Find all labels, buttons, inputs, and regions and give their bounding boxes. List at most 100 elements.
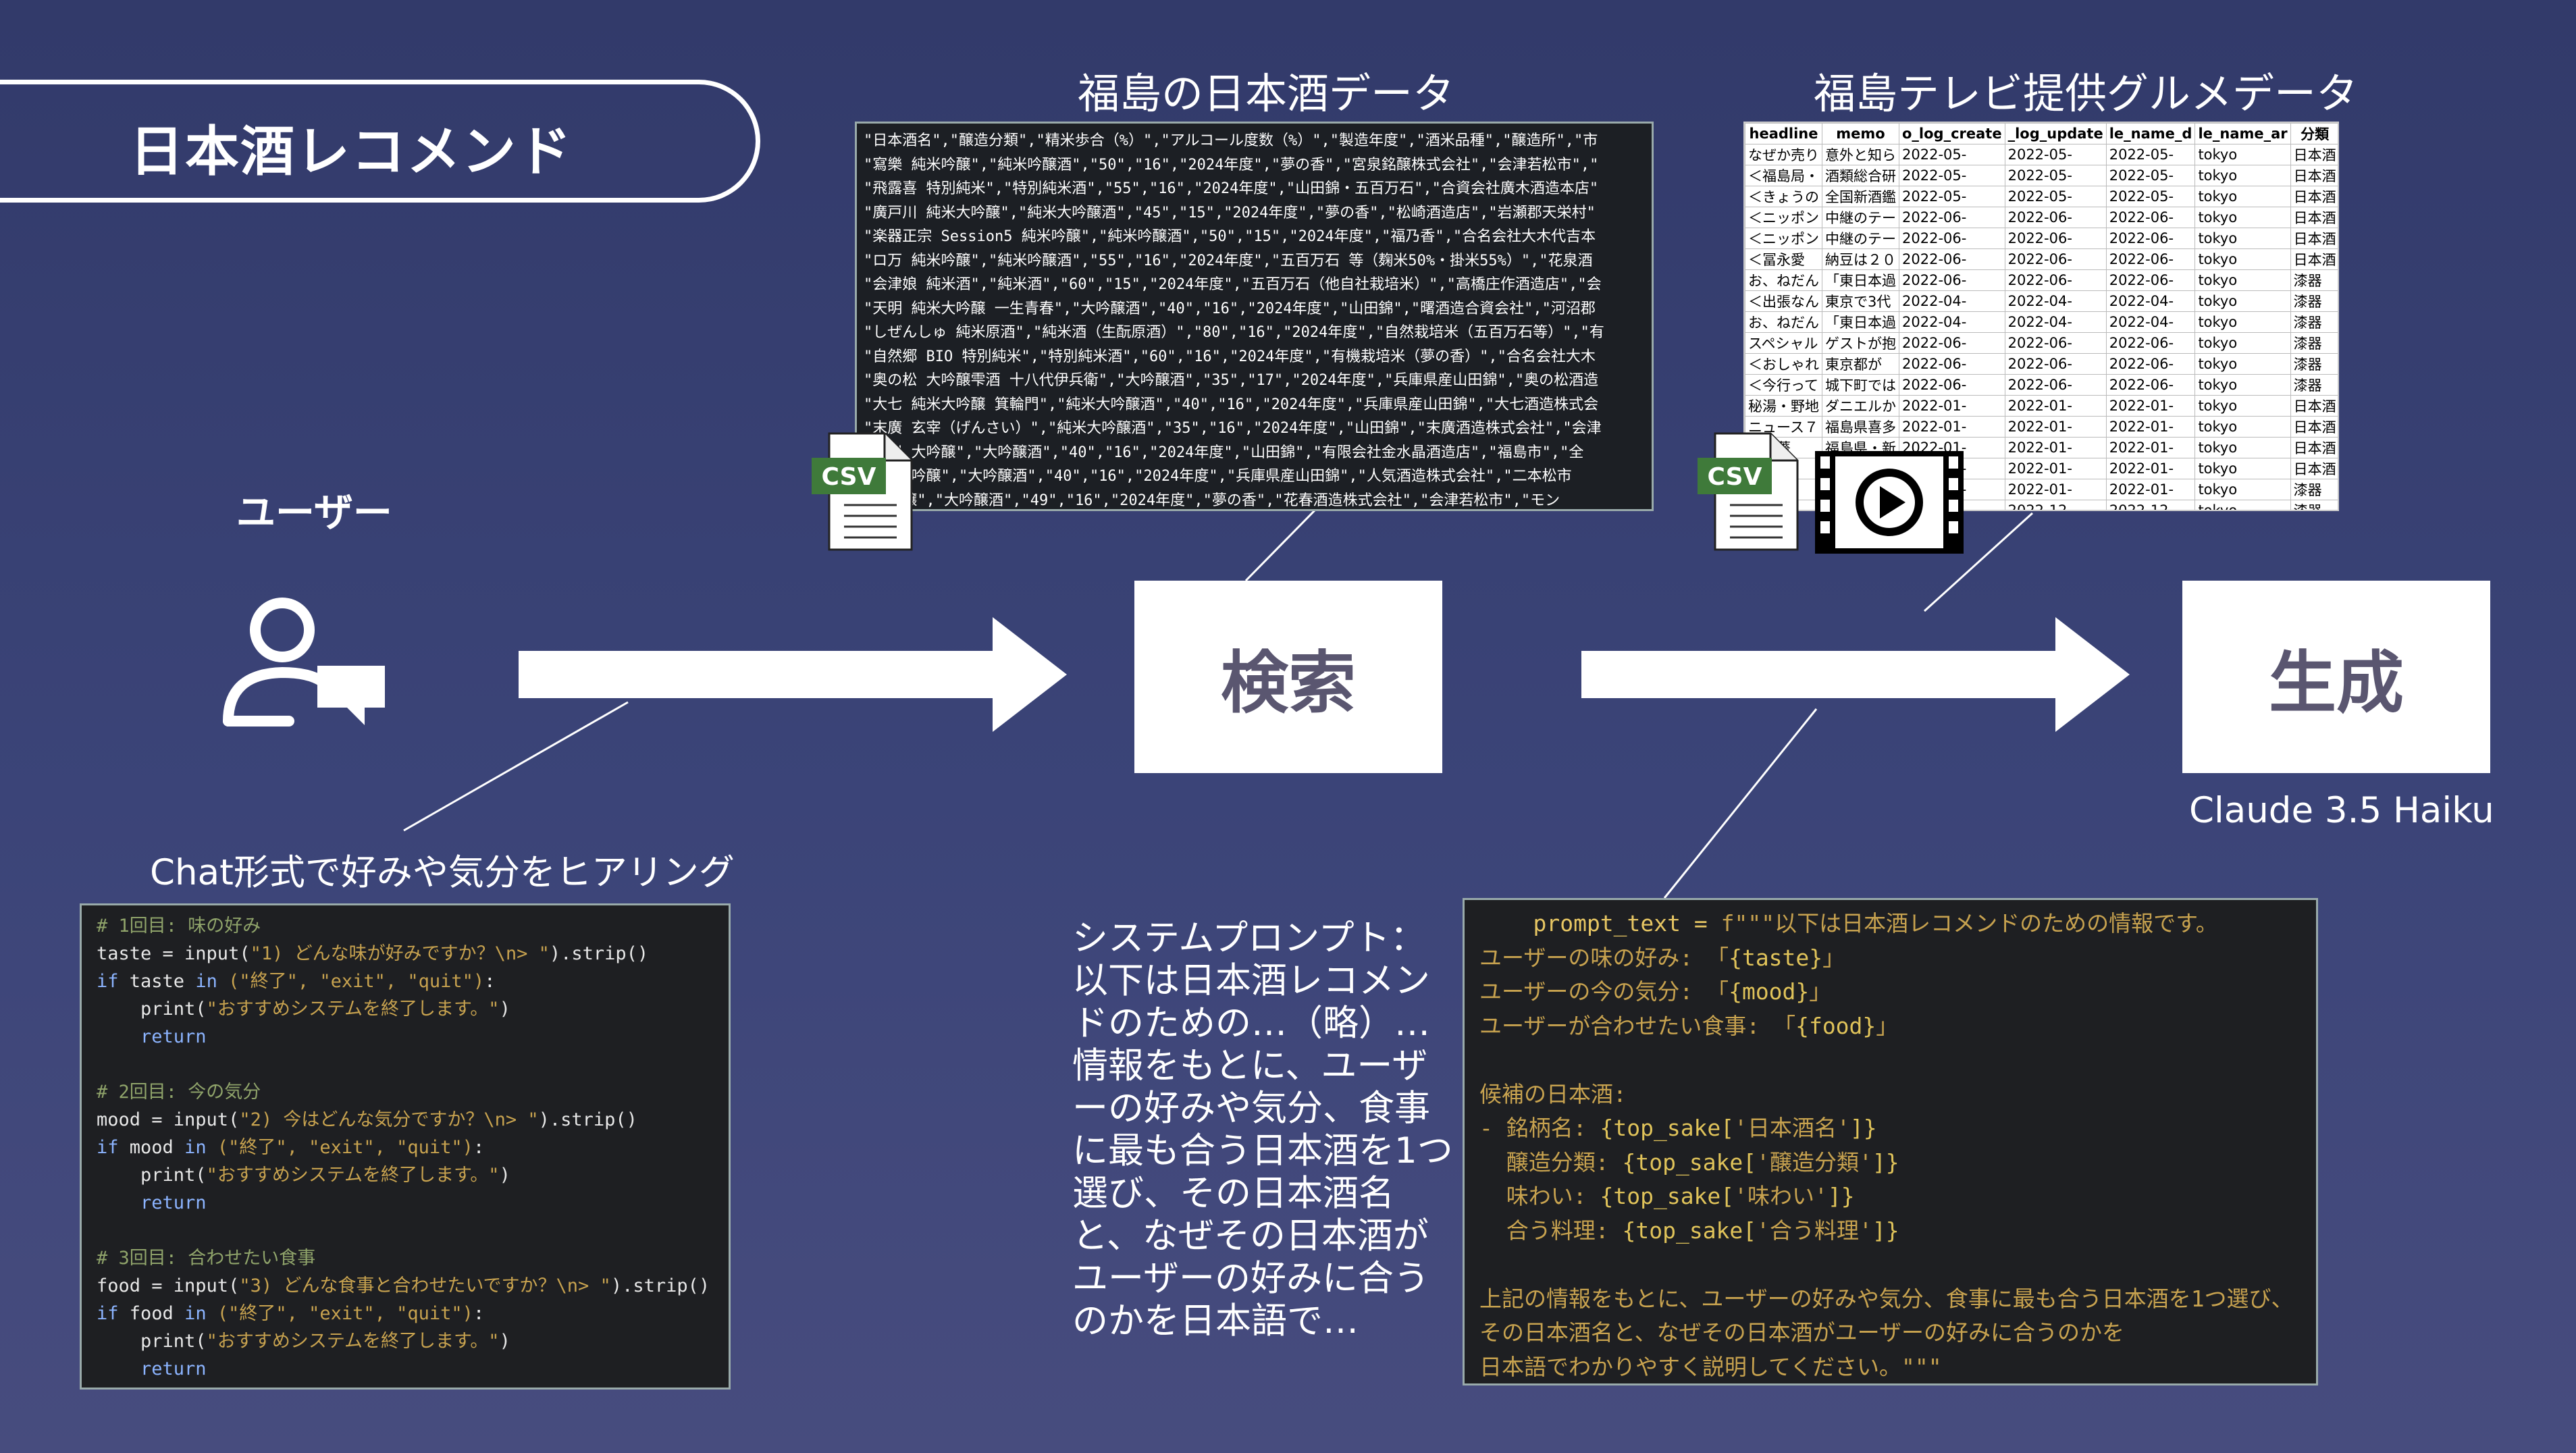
csv-row: "飛露喜 特別純米","特別純米酒","55","16","2024年度","山… [864,180,1599,197]
csv-row: "天明 純米大吟醸 一生青春","大吟醸酒","40","16","2024年度… [864,300,1596,317]
sake-connector-line [1244,508,1317,582]
table-cell: 2022-05- [2004,165,2107,186]
table-cell: 2022-06- [2105,332,2196,354]
table-cell: tokyo [2194,458,2291,479]
table-cell: 2022-01- [2004,437,2107,458]
table-cell: 酒類総合研 [1822,165,1899,186]
table-cell: ＜冨永愛 [1745,248,1822,270]
table-cell: tokyo [2194,228,2291,249]
table-cell: 「東日本過 [1822,269,1899,291]
table-cell: 漆器 [2290,269,2338,291]
table-cell: 2022-05- [1899,144,2005,165]
video-icon [1815,451,1964,554]
table-cell: 日本酒 [2290,416,2338,438]
prompt-code: prompt_text = f"""以下は日本酒レコメンドのための情報です。 ユ… [1463,898,2318,1385]
table-cell: 2022-06- [2004,207,2107,228]
title-pill [0,80,760,203]
table-cell: 日本酒 [2290,437,2338,458]
table-cell: tokyo [2194,311,2291,333]
table-cell: tokyo [2194,374,2291,396]
csv-row: "奥の松 大吟醸雫酒 十八代伊兵衛","大吟醸酒","35","17","202… [864,372,1599,389]
csv-row: "自然郷 BIO 特別純米","特別純米酒","60","16","2024年度… [864,348,1596,365]
csv-row: "廣戸川 純米大吟醸","純米大吟醸酒","45","15","2024年度",… [864,204,1596,221]
table-cell: 2022-01- [2004,458,2107,479]
table-cell: 2022-04- [2105,311,2196,333]
table-cell: 2022-01- [1899,395,2005,417]
table-cell: 2022-06- [2004,353,2107,375]
sake-csv-preview: "日本酒名","醸造分類","精米歩合（%）","アルコール度数（%）","製造… [855,122,1654,511]
csv-row: "末廣 玄宰（げんさい）","純米大吟醸酒","35","16","2024年度… [864,420,1602,437]
csv-row: "しぜんしゅ 純米原酒","純米酒（生酛原酒）","80","16","2024… [864,324,1604,341]
table-cell: 2022-06- [1899,269,2005,291]
table-cell: 2022-06- [2105,248,2196,270]
table-cell: ＜きょうの [1745,186,1822,207]
table-cell: 漆器 [2290,290,2338,312]
table-cell: 漆器 [2290,500,2338,510]
user-chat-icon [223,598,385,726]
table-cell: 2022-06- [1899,332,2005,354]
table-cell: 日本酒 [2290,228,2338,249]
table-cell: 2022-06- [1899,228,2005,249]
table-cell: 2022-06- [2105,374,2196,396]
table-header-cell: memo [1822,123,1899,144]
table-cell: tokyo [2194,269,2291,291]
table-cell: お、ねだん [1745,311,1822,333]
sake-data-title: 福島の日本酒データ [1078,69,1455,118]
table-header-cell: o_log_create [1899,123,2005,144]
table-cell: 日本酒 [2290,207,2338,228]
table-cell: なぜか売り [1745,144,1822,165]
table-cell: ＜福島局・ [1745,165,1822,186]
table-cell: ＜今行って [1745,374,1822,396]
table-cell: 2022-01- [2105,395,2196,417]
table-cell: tokyo [2194,416,2291,438]
csv-file-icon-sake: CSV [812,432,913,551]
table-cell: 2022-05- [1899,165,2005,186]
table-cell: ＜ニッポン [1745,228,1822,249]
table-cell: 2022-01- [2105,416,2196,438]
table-cell: ＜おしゃれ [1745,353,1822,375]
gourmet-connector-line [1923,512,2034,612]
table-cell: 日本酒 [2290,186,2338,207]
table-cell: 日本酒 [2290,458,2338,479]
table-cell: 中継のテー [1822,207,1899,228]
csv-row: "一 大吟醸","大吟醸酒","40","16","2024年度","兵庫県産山… [864,468,1572,485]
table-cell: tokyo [2194,165,2291,186]
table-cell: tokyo [2194,248,2291,270]
table-cell: 2022-04- [2004,290,2107,312]
table-cell: 漆器 [2290,479,2338,500]
table-cell: 2022-06- [2105,228,2196,249]
table-cell: 意外と知ら [1822,144,1899,165]
table-cell: 2022-05- [2004,186,2107,207]
table-cell: tokyo [2194,353,2291,375]
table-cell: tokyo [2194,395,2291,417]
table-cell: 2022-12- [2105,500,2196,510]
table-cell: 秘湯・野地 [1745,395,1822,417]
table-header-cell: le_name_d [2105,123,2196,144]
prompt-connector-line [1663,708,1818,899]
table-header-cell: headline [1745,123,1822,144]
csv-row: "榮川 大吟醸","大吟醸酒","40","16","2024年度","山田錦"… [864,444,1584,461]
table-cell: 漆器 [2290,374,2338,396]
table-cell: 日本酒 [2290,165,2338,186]
csv-row: "日本酒名","醸造分類","精米歩合（%）","アルコール度数（%）","製造… [864,132,1598,149]
table-cell: ＜ニッポン [1745,207,1822,228]
table-cell: tokyo [2194,290,2291,312]
table-cell: お、ねだん [1745,269,1822,291]
table-cell: 2022-06- [2004,248,2107,270]
table-cell: 2022-06- [1899,374,2005,396]
table-cell: 漆器 [2290,332,2338,354]
csv-row: "大七 純米大吟醸 箕輪門","純米大吟醸酒","40","16","2024年… [864,396,1599,413]
table-cell: 東京で3代 [1822,290,1899,312]
table-cell: 2022-06- [2105,353,2196,375]
table-header-cell: _log_update [2004,123,2107,144]
table-cell: 2022-06- [1899,207,2005,228]
generate-box: 生成 [2182,581,2490,773]
table-cell: 2022-01- [2105,437,2196,458]
